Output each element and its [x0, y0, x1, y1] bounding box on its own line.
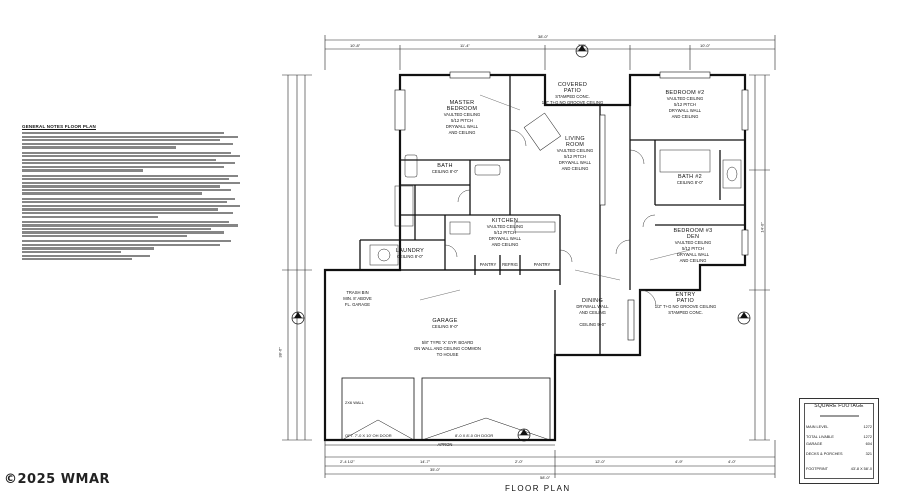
- sqft-row: DECKS & PORCHES 321: [806, 452, 872, 456]
- note-line: [22, 201, 227, 204]
- note-line: [22, 250, 121, 254]
- dim-top-c: 7'-4": [578, 43, 586, 48]
- note-line: [22, 158, 216, 161]
- dim-top-total: 38'-0": [538, 34, 549, 39]
- room-laundry: LAUNDRY CEILING 8'-0": [395, 248, 425, 259]
- dim-bottom-a: 2'-4 1/2": [340, 459, 355, 464]
- dim-left-height: 38'-6": [277, 347, 283, 358]
- note-line: [22, 235, 187, 238]
- dim-bottom-c: 2'-0": [515, 459, 523, 464]
- note-line: [22, 181, 240, 184]
- dim-bottom-e: 4'-9": [675, 459, 683, 464]
- note-line: [22, 197, 236, 200]
- note-line: [22, 227, 212, 231]
- room-garage: GARAGE CEILING 9'-0": [431, 318, 459, 329]
- garage-firewall-note: 5/8" TYPE 'X' GYP. BOARD ON WALL AND CEI…: [414, 340, 481, 357]
- note-line: [22, 204, 240, 207]
- dim-right-height: 14'-0": [759, 222, 765, 233]
- note-line: [22, 132, 225, 135]
- note-line: [22, 185, 220, 188]
- square-footage-box: SQUARE FOOTAGE MAIN LEVEL 1272 TOTAL LIV…: [799, 398, 879, 484]
- sqft-row: MAIN LEVEL 1272: [806, 425, 872, 429]
- room-bedroom-2: BEDROOM #2 VAULTED CEILING 5/12 PITCH DR…: [665, 90, 705, 119]
- general-notes: GENERAL NOTES FLOOR PLAN: [22, 124, 242, 262]
- sqft-subtitle-bar: [820, 415, 859, 417]
- room-kitchen: KITCHEN VAULTED CEILING 5/12 PITCH DRYWA…: [486, 218, 524, 247]
- note-line: [22, 243, 220, 246]
- dim-wall-2x6: 2X6 WALL: [345, 400, 364, 405]
- sqft-row: TOTAL LIVABLE 1272: [806, 435, 872, 439]
- note-line: [22, 254, 150, 257]
- room-refrig: REFRIG: [502, 262, 518, 267]
- note-line: [22, 142, 234, 145]
- note-line: [22, 220, 229, 223]
- square-footage-title: SQUARE FOOTAGE: [814, 403, 864, 409]
- room-pantry: PANTRY: [479, 262, 497, 267]
- note-line: [22, 162, 236, 165]
- dim-door-1: OFT. 7'-0 X 10' OH DOOR: [345, 433, 392, 438]
- note-line: [22, 208, 218, 211]
- sqft-row: GARAGE 604: [806, 442, 872, 446]
- note-line: [22, 146, 176, 149]
- note-line: [22, 240, 231, 243]
- room-master-bedroom: MASTER BEDROOM VAULTED CEILING 5/12 PITC…: [443, 100, 481, 135]
- floor-plan-title: FLOOR PLAN: [505, 484, 571, 493]
- dim-top-b: 11'-4": [460, 43, 470, 48]
- note-line: [22, 188, 231, 192]
- square-footage-inner: [804, 403, 874, 479]
- note-line: [22, 169, 143, 172]
- room-dining: DINING DRYWALL WALL AND CEILING CEILING …: [576, 298, 609, 327]
- apron-label: APRON: [437, 442, 453, 447]
- room-living-room: LIVING ROOM VAULTED CEILING 5/12 PITCH D…: [556, 136, 594, 171]
- room-bedroom-3-den: BEDROOM #3 DEN VAULTED CEILING 5/12 PITC…: [673, 228, 713, 263]
- note-line: [22, 224, 238, 227]
- note-line: [22, 231, 225, 234]
- room-covered-patio: COVERED PATIO STAMPED CONC. 1/2" T+G NO …: [541, 82, 604, 105]
- dim-bottom-b: 14'-7": [420, 459, 431, 464]
- note-line: [22, 215, 159, 218]
- note-line: [22, 211, 234, 215]
- note-line: [22, 151, 231, 154]
- dim-bottom-total: 35'-0": [430, 467, 441, 472]
- note-line: [22, 135, 238, 138]
- sqft-row: FOOTPRINT 43'-8 X 58'-0: [806, 467, 872, 471]
- note-line: [22, 155, 240, 158]
- note-line: [22, 192, 203, 195]
- dim-bottom-f: 4'-0": [728, 459, 736, 464]
- note-line: [22, 139, 220, 142]
- notes-title: GENERAL NOTES FLOOR PLAN: [22, 124, 96, 129]
- dim-top-d: 10'-0": [700, 43, 711, 48]
- room-pantry-2: PANTRY: [533, 262, 551, 267]
- note-line: [22, 258, 132, 261]
- dim-bottom-overall: 58'-0": [540, 475, 551, 480]
- note-line: [22, 247, 154, 250]
- trash-bin-note: TRASH BIN MIN. 8' ABOVE FL. GARAGE: [343, 290, 372, 307]
- dim-top-a: 10'-8": [350, 43, 361, 48]
- copyright-watermark: ©2025 WMAR: [4, 472, 111, 487]
- note-line: [22, 174, 238, 177]
- note-line: [22, 178, 229, 181]
- dim-bottom-d: 12'-0": [595, 459, 606, 464]
- room-entry-patio: ENTRY PATIO 1/2" T+G NO GROOVE CEILING S…: [654, 292, 717, 315]
- note-line: [22, 165, 225, 168]
- room-bath: BATH CEILING 8'-0": [431, 163, 459, 174]
- room-bath-2: BATH #2 CEILING 8'-0": [676, 174, 704, 185]
- dim-door-2: 8'-0 X 8'-0 OH DOOR: [455, 433, 494, 438]
